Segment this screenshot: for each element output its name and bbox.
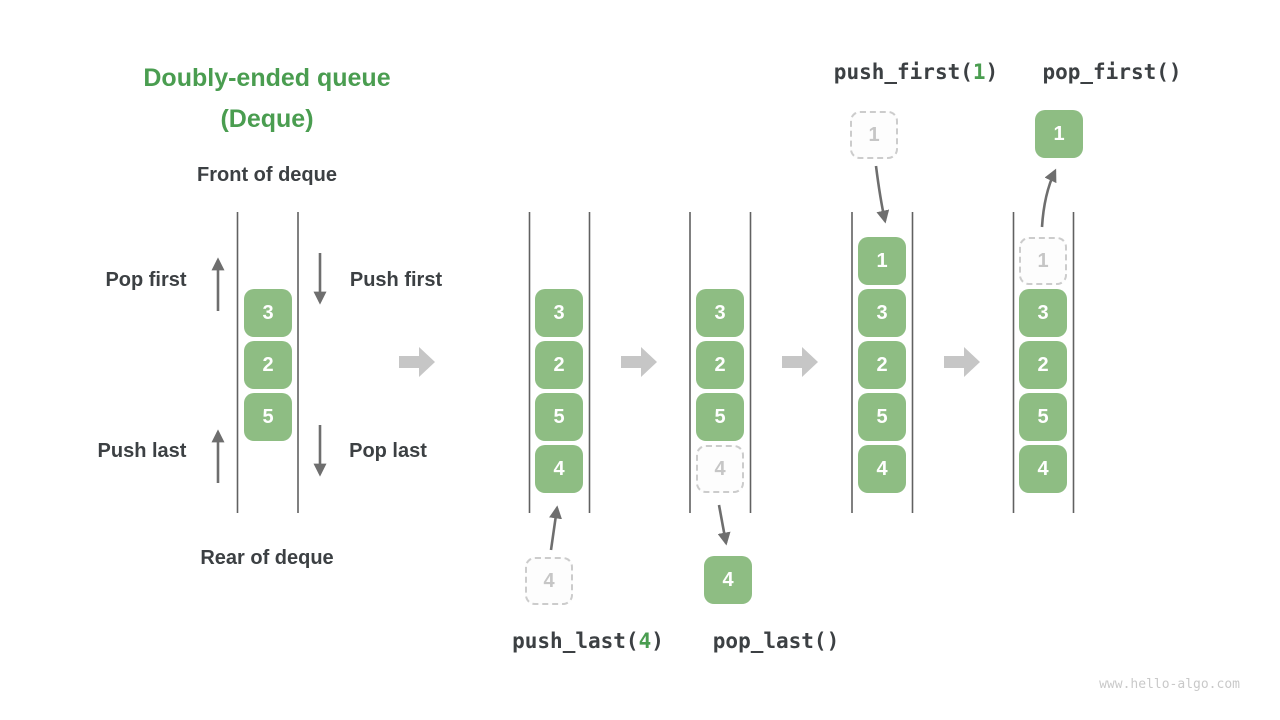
page-title: Doubly-ended queue (Deque) — [143, 58, 390, 140]
push-last-insert-arrow-icon — [549, 505, 562, 551]
code-arg: 1 — [972, 60, 986, 84]
queue4-cell: 4 — [858, 445, 906, 493]
code-text: pop_first() — [1042, 60, 1182, 84]
pop-first-label: Pop first — [105, 269, 187, 291]
queue4-cell: 3 — [858, 289, 906, 337]
queue3-cell: 5 — [696, 393, 744, 441]
queue1-cell: 3 — [244, 289, 292, 337]
queue2-cell: 5 — [535, 393, 583, 441]
pop-first-code-label: pop_first() — [1042, 60, 1181, 84]
code-text: ) — [985, 60, 999, 84]
code-text: ) — [651, 629, 664, 653]
rear-of-deque-label: Rear of deque — [200, 547, 334, 569]
queue5-cell: 5 — [1019, 393, 1067, 441]
queue1-cell: 5 — [244, 393, 292, 441]
queue4-cell: 2 — [858, 341, 906, 389]
queue5-cell: 3 — [1019, 289, 1067, 337]
code-text: push_first( — [833, 60, 973, 84]
pop-first-removed-element-cell: 1 — [1035, 110, 1083, 158]
push-first-code-label: push_first(1) — [834, 60, 998, 84]
watermark: www.hello-algo.com — [1099, 677, 1240, 692]
pop-last-remove-arrow-icon — [717, 504, 731, 546]
transition-arrow-icon — [621, 347, 657, 377]
push-last-label: Push last — [97, 440, 187, 462]
push-last-code-label: push_last(4) — [512, 629, 664, 653]
transition-arrow-icon — [399, 347, 435, 377]
push-last-new-element-cell: 4 — [525, 557, 573, 605]
queue5-cell: 2 — [1019, 341, 1067, 389]
queue1-cell: 2 — [244, 341, 292, 389]
pop-last-code-label: pop_last() — [713, 629, 839, 653]
title-line-2: (Deque) — [220, 105, 314, 133]
push-first-insert-arrow-icon — [874, 165, 890, 224]
pop-first-remove-arrow-icon — [1040, 168, 1057, 228]
transition-arrow-icon — [944, 347, 980, 377]
transition-arrow-icon — [782, 347, 818, 377]
queue3-cell: 2 — [696, 341, 744, 389]
push-first-new-element-cell: 1 — [850, 111, 898, 159]
queue2-cell: 4 — [535, 445, 583, 493]
queue5-cell: 4 — [1019, 445, 1067, 493]
queue2-cell: 3 — [535, 289, 583, 337]
queue4-cell: 1 — [858, 237, 906, 285]
queue5-ghost-cell: 1 — [1019, 237, 1067, 285]
pop-last-label: Pop last — [349, 440, 427, 462]
code-text: push_last( — [512, 629, 639, 653]
code-text: pop_last() — [712, 629, 840, 653]
queue2-cell: 2 — [535, 341, 583, 389]
code-arg: 4 — [638, 629, 652, 653]
title-line-1: Doubly-ended queue — [143, 64, 391, 92]
queue3-cell: 3 — [696, 289, 744, 337]
front-of-deque-label: Front of deque — [197, 164, 337, 186]
pop-last-removed-element-cell: 4 — [704, 556, 752, 604]
queue3-ghost-cell: 4 — [696, 445, 744, 493]
queue4-cell: 5 — [858, 393, 906, 441]
push-first-label: Push first — [349, 269, 443, 291]
